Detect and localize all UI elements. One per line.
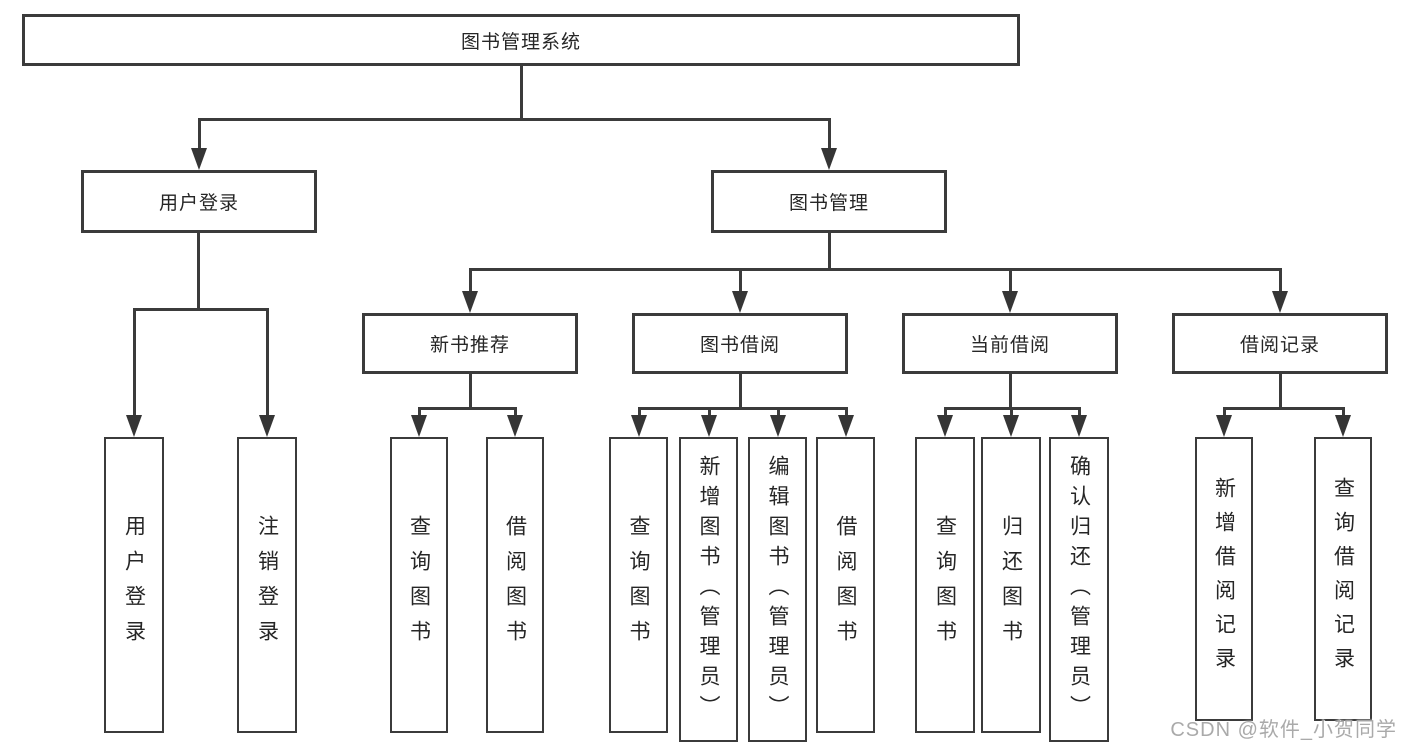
connector-management-drop [828, 232, 831, 270]
connector-recommend-drop [469, 374, 472, 409]
leaf-current-query-book-label: 查询图书 [933, 515, 957, 655]
connector-login-hbar [133, 308, 269, 311]
node-book-management-label: 图书管理 [788, 193, 869, 214]
leaf-edit-book-admin: 编辑图书（管理员） [748, 437, 807, 742]
connector-stub-leaf [1342, 407, 1345, 419]
connector-stub-leaf [708, 407, 711, 419]
watermark-csdn: CSDN @软件_小贺同学 [1170, 719, 1397, 741]
arrow-down-icon [1272, 291, 1288, 313]
connector-stub-leaf [845, 407, 848, 419]
connector-current-drop [1009, 374, 1012, 409]
leaf-user-login: 用户登录 [104, 437, 164, 733]
arrow-down-icon [411, 415, 427, 437]
node-book-borrow: 图书借阅 [632, 313, 848, 374]
arrow-down-icon [1335, 415, 1351, 437]
leaf-logout-login-label: 注销登录 [255, 515, 279, 655]
arrow-down-icon [770, 415, 786, 437]
arrow-down-icon [126, 415, 142, 437]
leaf-recommend-borrow-book-label: 借阅图书 [503, 515, 527, 655]
connector-root-drop [520, 65, 523, 120]
connector-stub-leaf [1223, 407, 1226, 419]
leaf-borrow-borrow-book-label: 借阅图书 [834, 515, 857, 655]
node-user-login-label: 用户登录 [158, 193, 239, 214]
node-book-borrow-label: 图书借阅 [699, 335, 780, 356]
leaf-recommend-borrow-book: 借阅图书 [486, 437, 544, 733]
connector-record-hbar [1223, 407, 1345, 410]
arrow-down-icon [1002, 291, 1018, 313]
arrow-down-icon [507, 415, 523, 437]
connector-stub-current [1009, 268, 1012, 293]
connector-stub-leaf [944, 407, 947, 419]
arrow-down-icon [1216, 415, 1232, 437]
leaf-return-book-label: 归还图书 [999, 515, 1023, 655]
leaf-current-query-book: 查询图书 [915, 437, 975, 733]
node-user-login: 用户登录 [81, 170, 317, 233]
node-root-label: 图书管理系统 [460, 31, 581, 53]
arrow-down-icon [821, 148, 837, 170]
node-current-borrow: 当前借阅 [902, 313, 1118, 374]
connector-stub-recommend [469, 268, 472, 293]
leaf-add-borrow-record-label: 新增借阅记录 [1212, 477, 1236, 681]
node-new-book-recommend: 新书推荐 [362, 313, 578, 374]
connector-stub-leaf [514, 407, 517, 419]
arrow-down-icon [701, 415, 717, 437]
leaf-logout-login: 注销登录 [237, 437, 297, 733]
leaf-add-borrow-record: 新增借阅记录 [1195, 437, 1253, 721]
leaf-return-book: 归还图书 [981, 437, 1041, 733]
arrow-down-icon [462, 291, 478, 313]
connector-stub-leaf [638, 407, 641, 419]
connector-stub-record [1279, 268, 1282, 293]
connector-stub-leaf [1010, 407, 1013, 419]
leaf-query-borrow-record-label: 查询借阅记录 [1331, 477, 1355, 681]
leaf-recommend-query-book: 查询图书 [390, 437, 448, 733]
connector-recommend-hbar [418, 407, 517, 410]
leaf-borrow-borrow-book: 借阅图书 [816, 437, 875, 733]
connector-login-drop [197, 233, 200, 311]
arrow-down-icon [1071, 415, 1087, 437]
node-root: 图书管理系统 [22, 14, 1020, 66]
connector-stub-login-user [133, 308, 136, 417]
connector-stub-user-login [198, 118, 201, 150]
leaf-confirm-return-admin: 确认归还（管理员） [1049, 437, 1109, 742]
node-borrow-record-label: 借阅记录 [1239, 335, 1320, 356]
leaf-confirm-return-admin-label: 确认归还（管理员） [1067, 454, 1091, 725]
node-book-management: 图书管理 [711, 170, 947, 233]
arrow-down-icon [631, 415, 647, 437]
node-new-book-recommend-label: 新书推荐 [429, 335, 510, 356]
leaf-add-book-admin-label: 新增图书（管理员） [697, 454, 720, 725]
node-borrow-record: 借阅记录 [1172, 313, 1388, 374]
connector-stub-borrow [739, 268, 742, 293]
connector-root-hbar [198, 118, 831, 121]
leaf-borrow-query-book: 查询图书 [609, 437, 668, 733]
leaf-user-login-label: 用户登录 [122, 515, 146, 655]
connector-borrow-hbar [638, 407, 848, 410]
connector-stub-leaf [1078, 407, 1081, 419]
leaf-recommend-query-book-label: 查询图书 [407, 515, 431, 655]
arrow-down-icon [732, 291, 748, 313]
leaf-add-book-admin: 新增图书（管理员） [679, 437, 738, 742]
connector-borrow-drop [739, 374, 742, 409]
connector-management-hbar [469, 268, 1282, 271]
arrow-down-icon [1003, 415, 1019, 437]
arrow-down-icon [937, 415, 953, 437]
arrow-down-icon [838, 415, 854, 437]
connector-stub-book-management [828, 118, 831, 150]
leaf-borrow-query-book-label: 查询图书 [627, 515, 650, 655]
node-current-borrow-label: 当前借阅 [969, 335, 1050, 356]
arrow-down-icon [191, 148, 207, 170]
arrow-down-icon [259, 415, 275, 437]
connector-stub-leaf [777, 407, 780, 419]
connector-stub-login-logout [266, 308, 269, 417]
leaf-edit-book-admin-label: 编辑图书（管理员） [766, 454, 789, 725]
leaf-query-borrow-record: 查询借阅记录 [1314, 437, 1372, 721]
connector-stub-leaf [418, 407, 421, 419]
connector-record-drop [1279, 374, 1282, 409]
